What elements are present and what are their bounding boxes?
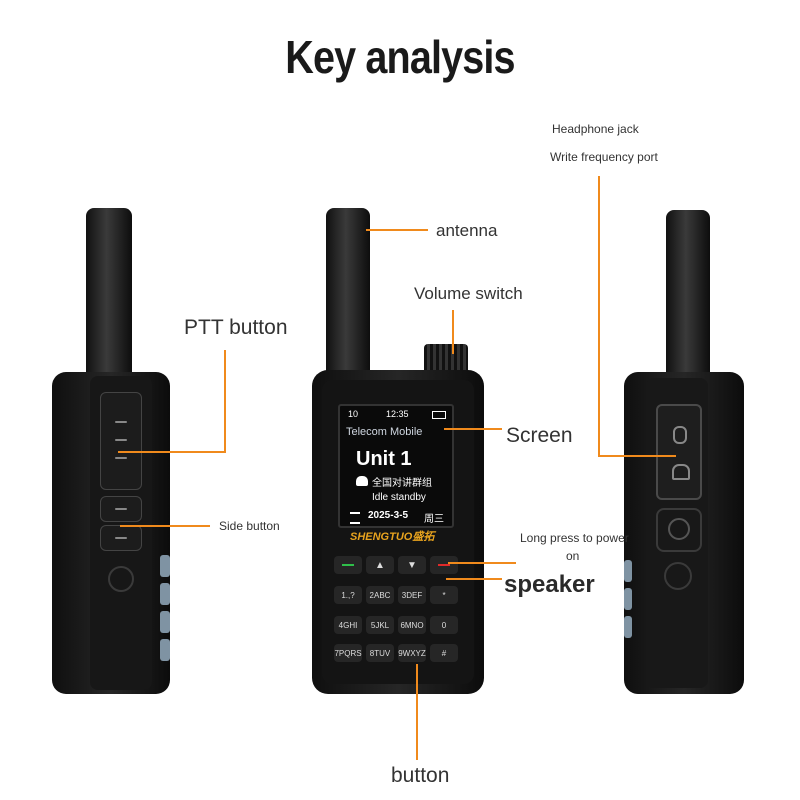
key-5[interactable]: 5JKL: [366, 616, 394, 634]
grip-strip: [624, 616, 632, 638]
write-port-label: Write frequency port: [550, 150, 658, 164]
green-call-key[interactable]: [334, 556, 362, 574]
key-star[interactable]: *: [430, 586, 458, 604]
menu-icon: [350, 512, 360, 524]
red-end-key[interactable]: [430, 556, 458, 574]
grip-strip: [624, 588, 632, 610]
speaker-label: speaker: [504, 571, 595, 598]
page-title: Key analysis: [285, 31, 515, 83]
microphone-icon: [673, 426, 687, 444]
volume-callout-line: [452, 310, 454, 354]
headphone-jack-label: Headphone jack: [552, 122, 639, 136]
side-button-upper[interactable]: [100, 496, 142, 522]
right-antenna: [666, 210, 710, 378]
power-button-recess: [656, 508, 702, 552]
speaker-callout-line: [446, 578, 502, 580]
antenna-callout-line: [366, 229, 428, 231]
up-arrow-key[interactable]: ▲: [366, 556, 394, 574]
button-callout-line: [416, 664, 418, 760]
date-readout: 2025-3-5: [368, 510, 409, 521]
key-7[interactable]: 7PQRS: [334, 644, 362, 662]
clock-readout: 12:35: [386, 409, 409, 419]
key-3[interactable]: 3DEF: [398, 586, 426, 604]
port-cover[interactable]: [656, 404, 702, 500]
battery-icon: [432, 411, 446, 419]
grip-strip: [160, 583, 170, 605]
headphone-callout-line-v: [598, 176, 600, 456]
ptt-button-label: PTT button: [184, 316, 288, 339]
power-button[interactable]: [668, 518, 690, 540]
grip-strip: [160, 555, 170, 577]
screen-label: Screen: [506, 424, 573, 447]
button-label: button: [391, 764, 450, 787]
group-name: 全国对讲群组: [372, 478, 432, 489]
weekday-readout: 周三: [424, 514, 444, 525]
side-button-lower[interactable]: [100, 525, 142, 551]
center-antenna: [326, 208, 370, 380]
lanyard-hole: [108, 566, 134, 592]
key-2[interactable]: 2ABC: [366, 586, 394, 604]
long-press-label-2: on: [566, 549, 580, 563]
longpress-callout-line: [448, 562, 516, 564]
unit-name: Unit 1: [356, 448, 412, 470]
idle-status: Idle standby: [372, 492, 426, 503]
key-8[interactable]: 8TUV: [366, 644, 394, 662]
key-1[interactable]: 1.,?: [334, 586, 362, 604]
key-hash[interactable]: #: [430, 644, 458, 662]
down-arrow-key[interactable]: ▼: [398, 556, 426, 574]
left-antenna: [86, 208, 132, 378]
long-press-label: Long press to power: [520, 531, 629, 545]
side-callout-line: [120, 525, 210, 527]
key-6[interactable]: 6MNO: [398, 616, 426, 634]
ptt-button[interactable]: [100, 392, 142, 490]
grip-strip: [160, 611, 170, 633]
grip-strip: [624, 560, 632, 582]
display-screen: 10 12:35 Telecom Mobile Unit 1 全国对讲群组 Id…: [338, 404, 454, 528]
lanyard-hole: [664, 562, 692, 590]
screen-callout-line: [444, 428, 502, 430]
ptt-callout-line-v: [224, 350, 226, 452]
key-0[interactable]: 0: [430, 616, 458, 634]
headphone-callout-line-h: [598, 455, 676, 457]
volume-switch-label: Volume switch: [414, 284, 523, 303]
antenna-label: antenna: [436, 221, 498, 240]
grip-strip: [160, 639, 170, 661]
network-name: Telecom Mobile: [346, 426, 423, 438]
volume-knob[interactable]: [424, 344, 468, 374]
ptt-callout-line-h: [118, 451, 226, 453]
group-icon: [356, 476, 368, 486]
brand-logo: SHENGTUO盛拓: [350, 531, 435, 543]
key-4[interactable]: 4GHI: [334, 616, 362, 634]
headphone-port-icon: [672, 464, 690, 480]
key-9[interactable]: 9WXYZ: [398, 644, 426, 662]
side-button-label: Side button: [219, 519, 280, 533]
signal-indicator: 10: [348, 409, 359, 419]
